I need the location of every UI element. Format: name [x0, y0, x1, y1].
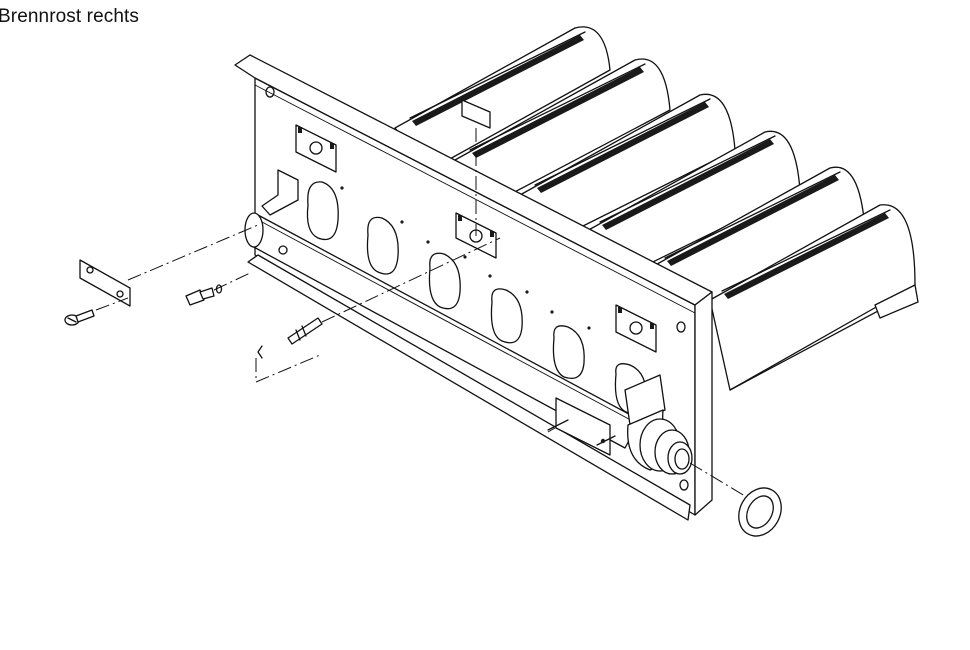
burner-tube — [394, 26, 611, 171]
mounting-bracket — [79, 259, 131, 307]
burner-opening — [306, 181, 339, 241]
assembly-lines — [95, 128, 746, 497]
diagram-title: Brennrost rechts — [0, 6, 139, 27]
mounting-hole — [265, 86, 275, 98]
mounting-hole — [676, 321, 686, 333]
burner-opening — [490, 288, 523, 344]
flag-bracket — [461, 99, 491, 129]
burner-tube — [454, 58, 671, 206]
burner-tube — [519, 93, 736, 241]
burner-opening — [366, 216, 399, 275]
bracket-plate — [615, 304, 657, 353]
bracket-plate — [295, 124, 337, 173]
sealing-ring — [738, 487, 782, 537]
nozzle — [185, 284, 223, 306]
gas-manifold — [244, 169, 691, 521]
burner-tube — [709, 204, 916, 391]
rivets — [340, 186, 591, 330]
base-foot — [874, 284, 919, 319]
burner-tubes — [394, 26, 919, 391]
screw — [64, 309, 95, 326]
pipe-fitting — [624, 374, 693, 475]
ignition-electrode — [257, 317, 323, 359]
burner-opening — [552, 325, 585, 380]
mounting-bracket-lower — [547, 397, 616, 456]
mounting-hole — [679, 479, 689, 491]
burner-opening — [428, 252, 461, 310]
